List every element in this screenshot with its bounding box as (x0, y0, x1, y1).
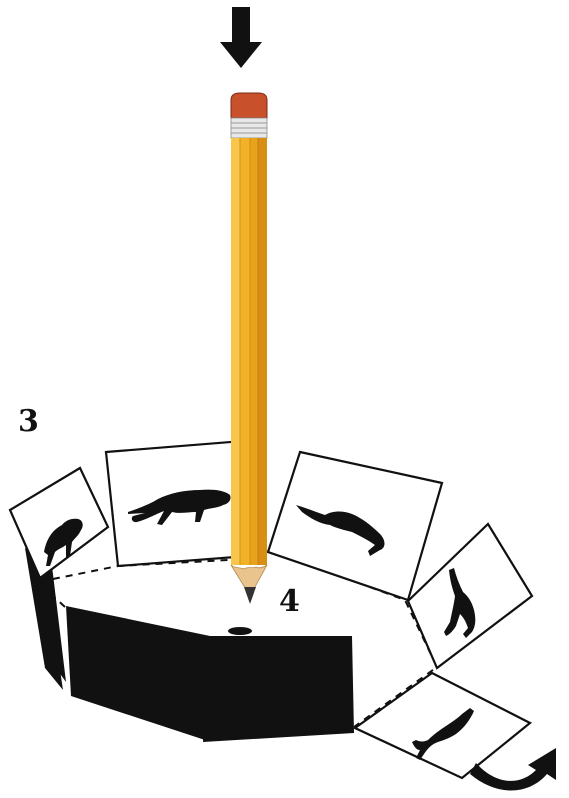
pencil-hole (228, 627, 252, 635)
frame-card-4 (408, 524, 532, 668)
frame-card-1 (10, 468, 108, 578)
frame-card-3 (268, 452, 442, 600)
frame-card-5 (355, 673, 530, 778)
step-label-4: 4 (279, 587, 300, 617)
pencil-graphite (244, 587, 256, 604)
pencil-eraser (231, 93, 267, 118)
pencil (231, 93, 267, 604)
base-front-right-face (203, 636, 354, 742)
base-front-left-face (66, 606, 210, 740)
step-label-3: 3 (18, 407, 39, 437)
down-arrow-icon (220, 7, 262, 68)
base-block (25, 548, 354, 742)
